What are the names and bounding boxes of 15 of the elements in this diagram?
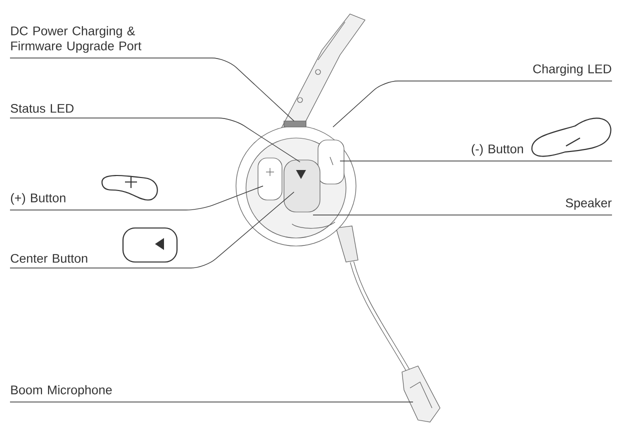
part-label: Status LED — [10, 104, 74, 113]
part-label: (+) Button — [10, 193, 66, 205]
leader-line — [10, 192, 294, 268]
part-label: Speaker — [566, 198, 612, 210]
part-label: Boom Microphone — [11, 385, 112, 397]
leader-line — [10, 186, 264, 210]
leader-line — [10, 58, 294, 122]
leader-line — [10, 118, 300, 162]
leader-line — [340, 160, 612, 162]
leader-line — [312, 214, 612, 216]
leader-line — [332, 80, 612, 128]
part-label: Charging LED — [533, 64, 612, 76]
part-label: DC Power Charging & Firmware Upgrade Port — [11, 26, 142, 53]
part-label: (-) Button — [472, 144, 523, 156]
part-label: Center Button — [10, 254, 88, 263]
